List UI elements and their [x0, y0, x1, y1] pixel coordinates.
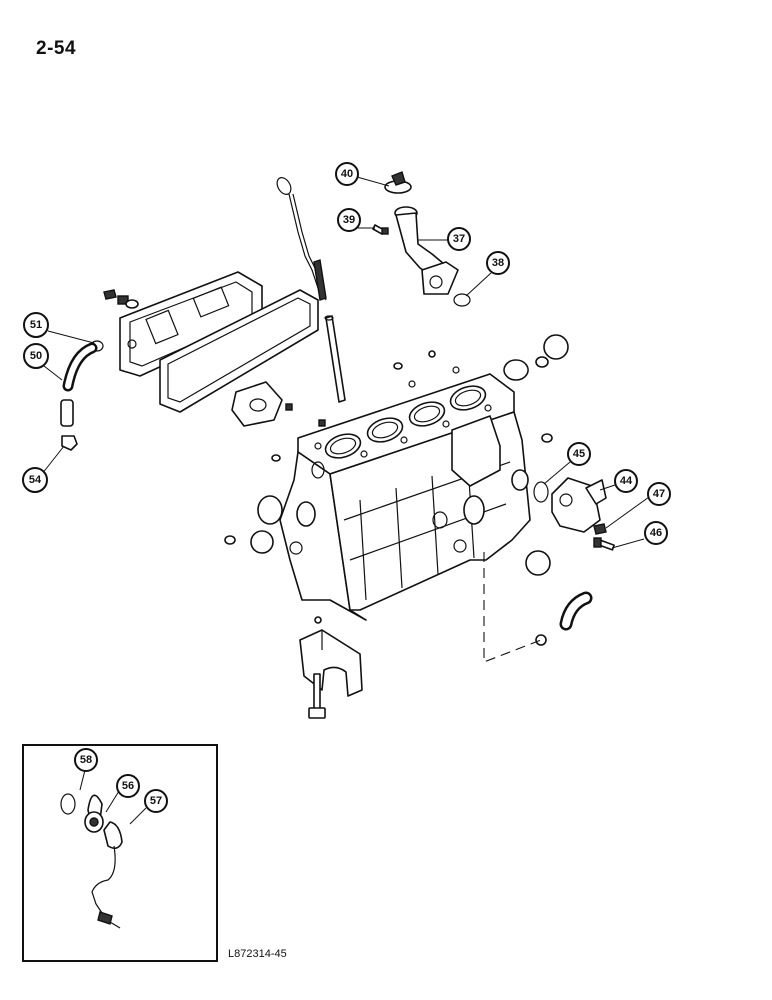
svg-text:44: 44: [620, 475, 633, 487]
callout-54: 54: [22, 467, 48, 493]
svg-text:38: 38: [492, 257, 504, 269]
drain-fitting: [535, 634, 547, 646]
thermostat-housing-o-ring: [533, 481, 549, 503]
svg-text:37: 37: [453, 233, 465, 245]
thermostat-bolt: [593, 537, 615, 551]
figure-code: L872314-45: [228, 948, 287, 960]
block-heater-inset: [60, 793, 123, 929]
svg-text:54: 54: [29, 474, 42, 486]
svg-text:51: 51: [30, 319, 42, 331]
dipstick-tube: [324, 315, 346, 403]
callout-44: 44: [614, 469, 638, 493]
callout-37: 37: [447, 227, 471, 251]
svg-text:50: 50: [30, 350, 42, 362]
side-cover-plate: [231, 381, 283, 427]
leader-lines: [41, 176, 650, 825]
oil-filler-cap: [384, 171, 412, 194]
callout-56: 56: [116, 774, 140, 798]
callout-47: 47: [647, 482, 671, 506]
callout-45: 45: [567, 442, 591, 466]
svg-text:39: 39: [343, 214, 355, 226]
breather-hose: [60, 342, 98, 427]
callout-51: 51: [23, 312, 49, 338]
callout-58: 58: [74, 748, 98, 772]
callout-50: 50: [23, 343, 49, 369]
svg-text:40: 40: [341, 168, 353, 180]
oil-filler-tube: [394, 206, 459, 295]
callout-38: 38: [486, 251, 510, 275]
cover-nut: [103, 289, 139, 309]
thermostat-washer: [593, 523, 607, 535]
callout-39: 39: [337, 208, 361, 232]
svg-text:47: 47: [653, 488, 665, 500]
thermostat-housing: [551, 477, 607, 533]
filler-tube-bolt: [372, 224, 389, 235]
dashed-assembly-line: [483, 552, 542, 663]
callout-40: 40: [335, 162, 359, 186]
inset-frame: [22, 744, 218, 962]
svg-text:58: 58: [80, 754, 92, 766]
filler-o-ring: [453, 293, 471, 307]
water-inlet-tube: [559, 591, 593, 631]
svg-text:56: 56: [122, 780, 134, 792]
dipstick: [276, 177, 327, 301]
main-bearing-bolt: [308, 673, 326, 719]
svg-text:57: 57: [150, 795, 162, 807]
svg-text:46: 46: [650, 527, 662, 539]
breather-fitting: [61, 435, 78, 451]
page-number: 2-54: [36, 38, 77, 59]
valve-cover-gasket: [159, 289, 319, 413]
svg-text:45: 45: [573, 448, 585, 460]
main-bearing-cap: [299, 629, 363, 697]
callout-46: 46: [644, 521, 668, 545]
callout-57: 57: [144, 789, 168, 813]
cylinder-block: [279, 366, 531, 621]
